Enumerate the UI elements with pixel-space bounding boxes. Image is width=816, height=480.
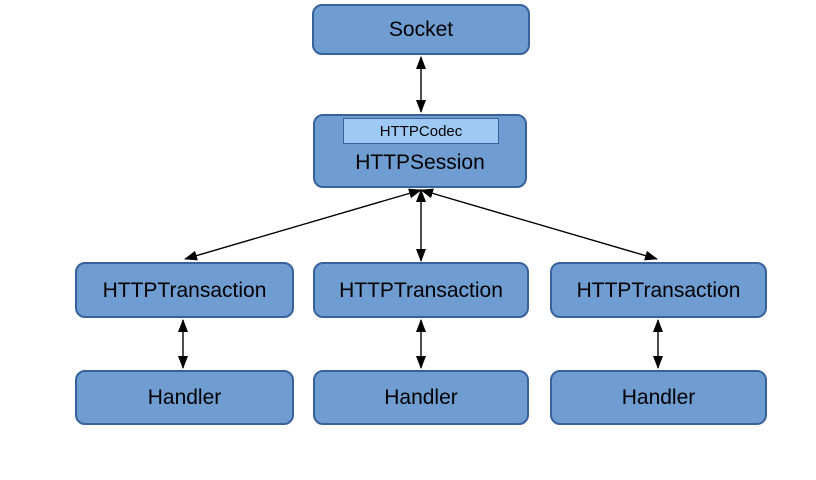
node-httpsession: HTTPCodec HTTPSession: [313, 114, 527, 188]
node-label: Socket: [388, 18, 454, 41]
node-httptransaction-mid: HTTPTransaction: [313, 262, 529, 318]
node-label: HTTPCodec: [379, 122, 463, 140]
node-httptransaction-right: HTTPTransaction: [550, 262, 767, 318]
node-httpcodec: HTTPCodec: [343, 118, 499, 144]
node-label: Handler: [384, 386, 458, 409]
node-label: Handler: [621, 386, 696, 409]
node-httptransaction-left: HTTPTransaction: [75, 262, 294, 318]
node-handler-right: Handler: [550, 370, 767, 425]
arrow-session-transaction-left: [184, 188, 422, 261]
node-handler-mid: Handler: [313, 370, 529, 425]
node-label: Handler: [147, 386, 222, 409]
node-label: HTTPTransaction: [576, 278, 741, 302]
arrow-session-transaction-right: [420, 188, 658, 261]
node-label: HTTPSession: [355, 151, 485, 174]
node-socket: Socket: [312, 4, 530, 55]
node-handler-left: Handler: [75, 370, 294, 425]
node-label: HTTPTransaction: [102, 278, 267, 302]
node-label: HTTPTransaction: [339, 278, 503, 302]
